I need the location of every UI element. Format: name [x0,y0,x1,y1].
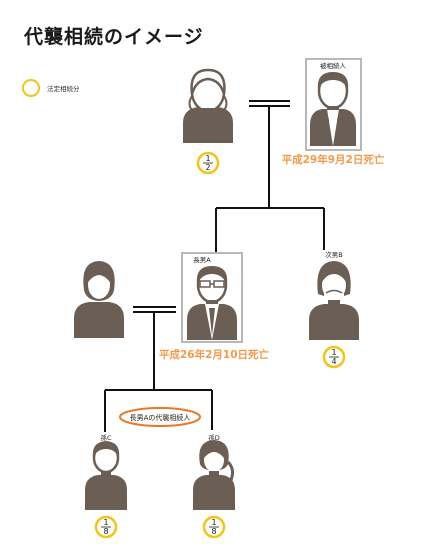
son-a-death-date: 平成26年2月10日死亡 [159,348,270,361]
granddaughter-d-label: 孫D [208,433,220,442]
grandmother-figure [183,68,233,143]
grandson-c-share-numerator: 1 [103,518,108,527]
granddaughter-d-share-numerator: 1 [211,518,216,527]
grandfather-figure: 被相続人 [305,58,362,151]
grandson-c-label: 孫C [100,433,112,442]
grandson-c-share-badge: 1 8 [94,515,118,539]
grandmother-share-badge: 1 2 [196,151,220,175]
son-b-share-numerator: 1 [331,348,336,357]
granddaughter-d-share-badge: 1 8 [202,515,226,539]
son-b-share-badge: 1 4 [322,345,346,369]
son-b-figure: 次男B [309,250,359,340]
grandfather-label: 被相続人 [320,61,347,70]
son-b-share-denominator: 4 [331,357,336,366]
page-title: 代襲相続のイメージ [24,26,204,48]
grandmother-share-numerator: 1 [205,154,210,163]
son-a-label: 長男A [193,256,211,264]
wife-a-figure [74,261,124,338]
grandfather-death-date: 平成29年9月2日死亡 [282,153,385,166]
substitute-heir-label: 長男Aの代襲相続人 [130,413,191,422]
legend-label: 法定相続分 [47,85,80,93]
grandmother-share-denominator: 2 [205,163,210,172]
legend-share-circle [22,79,40,97]
granddaughter-d-share-denominator: 8 [211,527,216,536]
substitute-heir-oval: 長男Aの代襲相続人 [119,407,201,427]
connector-lines [104,100,325,432]
grandson-c-share-denominator: 8 [103,527,108,536]
granddaughter-d-figure: 孫D [193,433,235,510]
grandson-c-figure: 孫C [85,433,127,510]
son-a-figure: 長男A [181,252,243,343]
son-b-label: 次男B [325,250,342,259]
